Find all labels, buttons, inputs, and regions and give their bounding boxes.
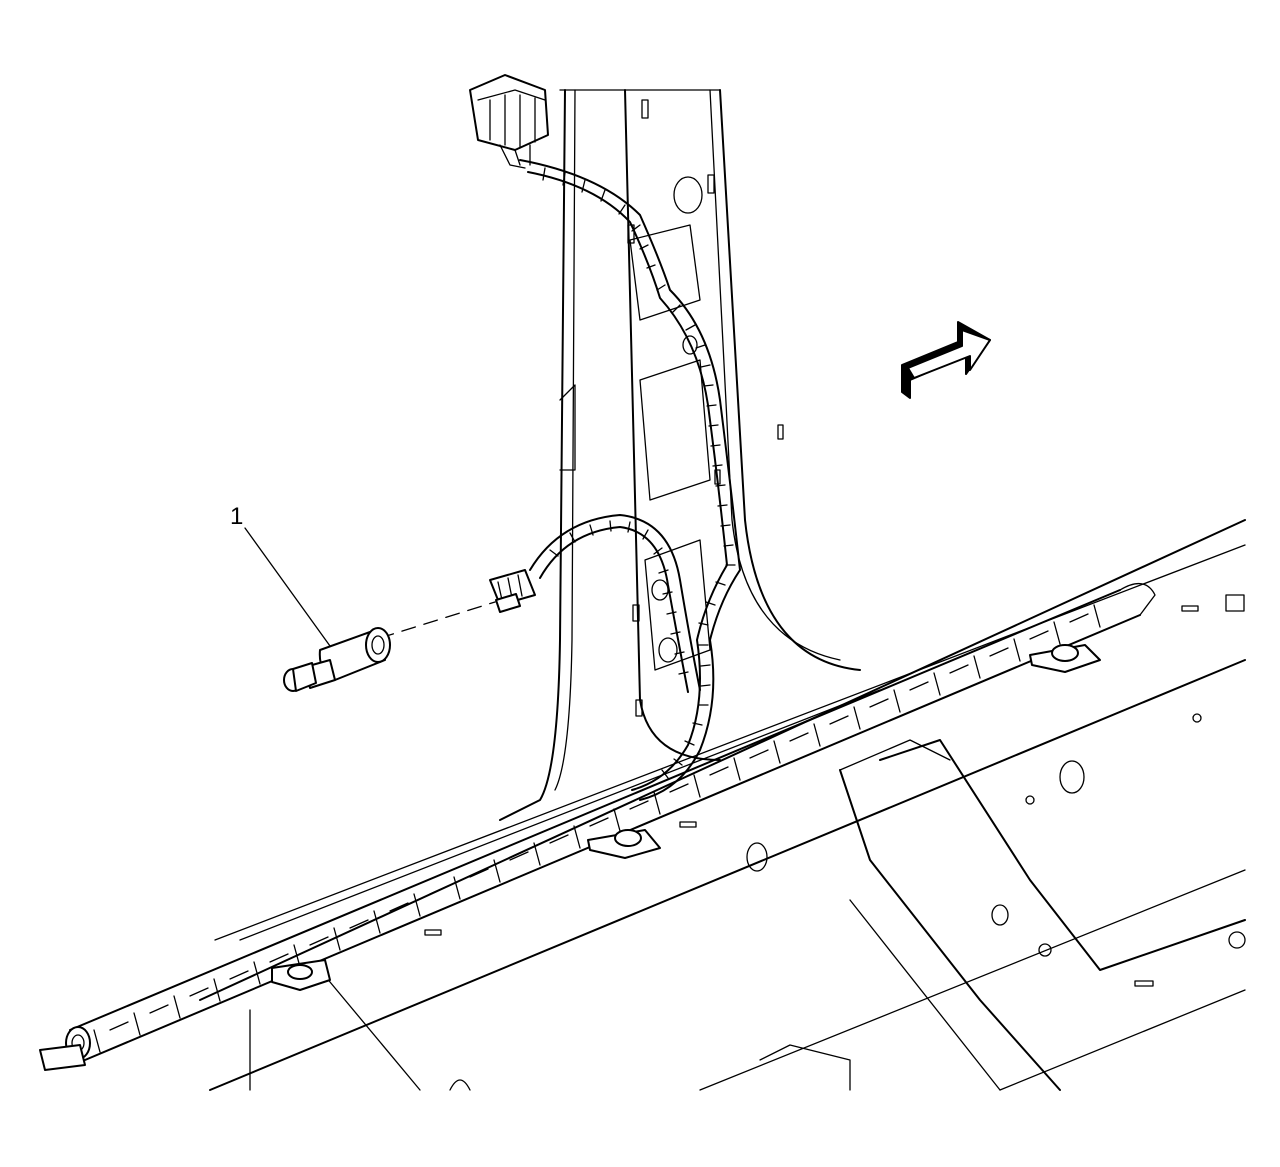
floor-panel	[199, 519, 1246, 1091]
b-pillar	[499, 89, 861, 821]
sensor-assembly	[244, 527, 536, 692]
direction-arrow-icon	[901, 321, 991, 399]
harness-conduit	[39, 583, 1156, 1071]
callout-label-1: 1	[230, 503, 244, 530]
pillar-wiring	[469, 74, 741, 801]
